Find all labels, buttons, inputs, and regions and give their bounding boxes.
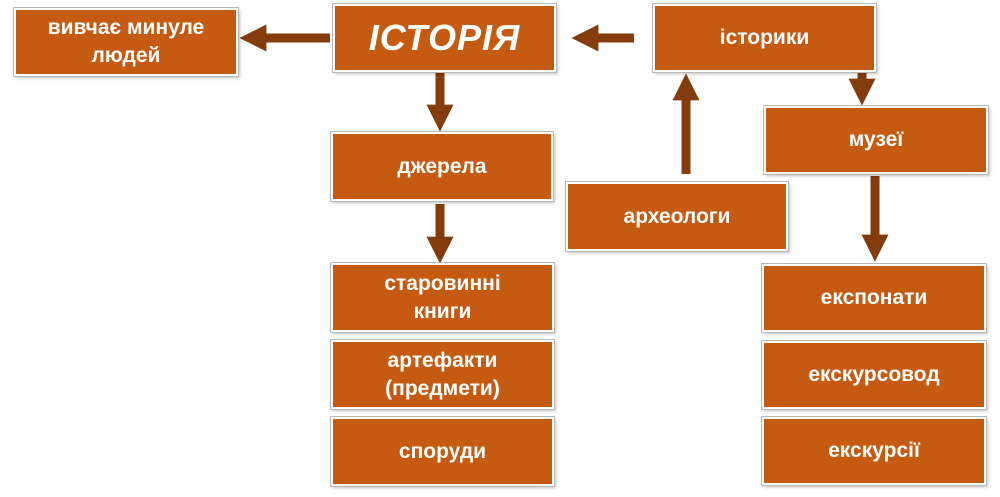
node-tours-label: екскурсії (828, 439, 920, 462)
node-old-books-label: старовинні книги (384, 271, 501, 323)
node-artifacts: артефакти (предмети) (331, 340, 554, 409)
node-museums-label: музеї (848, 128, 904, 151)
node-museums: музеї (764, 106, 988, 174)
node-tours: екскурсії (762, 417, 986, 485)
node-exhibits-label: експонати (820, 286, 928, 309)
node-historians-label: історики (719, 26, 810, 49)
node-archaeologists-label: археологи (623, 204, 731, 228)
node-sources: джерела (331, 132, 553, 201)
node-history: ІСТОРІЯ (333, 4, 556, 72)
node-archaeologists: археологи (566, 182, 788, 251)
node-studies-label: вивчає минуле людей (47, 16, 205, 67)
node-guide-label: екскурсовод (808, 363, 940, 386)
node-exhibits: експонати (762, 264, 986, 332)
node-buildings: споруди (331, 417, 554, 486)
node-sources-label: джерела (397, 154, 487, 178)
node-history-label: ІСТОРІЯ (368, 17, 521, 58)
node-guide: екскурсовод (762, 341, 986, 409)
node-buildings-label: споруди (398, 439, 487, 463)
node-studies: вивчає минуле людей (14, 8, 238, 76)
node-artifacts-label: артефакти (предмети) (385, 348, 500, 400)
node-historians: історики (653, 4, 876, 72)
node-old-books: старовинні книги (331, 263, 554, 332)
